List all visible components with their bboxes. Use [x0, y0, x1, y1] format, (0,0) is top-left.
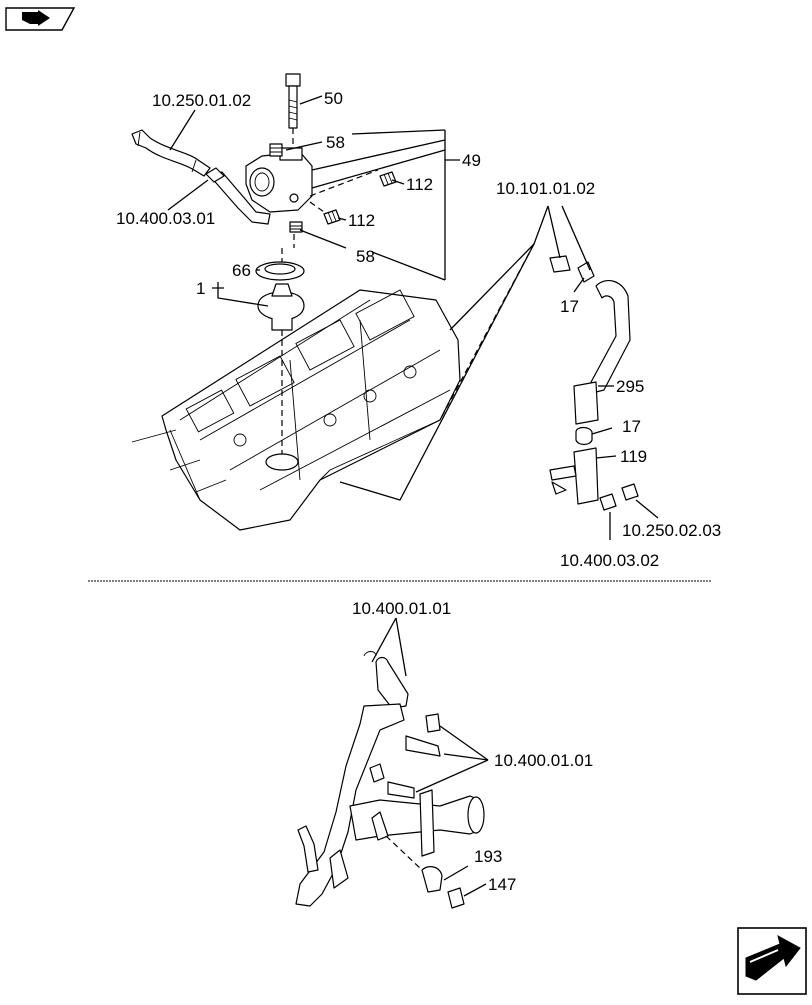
callout-58-bottom[interactable]: 58 — [356, 247, 375, 266]
gasket-66-part — [255, 261, 305, 281]
callout-193[interactable]: 193 — [474, 847, 502, 866]
callout-147[interactable]: 147 — [488, 875, 516, 894]
upper-leader-lines — [167, 95, 659, 540]
callout-10-101-01-02[interactable]: 10.101.01.02 — [496, 179, 595, 198]
callout-10-400-03-01[interactable]: 10.400.03.01 — [116, 209, 215, 228]
callout-1[interactable]: 1 — [196, 279, 205, 298]
callout-66[interactable]: 66 — [232, 261, 251, 280]
hose-295-part — [549, 255, 631, 446]
coolant-pipe-assembly-part — [295, 651, 485, 909]
callout-10-400-03-02[interactable]: 10.400.03.02 — [560, 551, 659, 570]
previous-page-arrow-icon[interactable] — [5, 7, 76, 31]
callout-58-top[interactable]: 58 — [326, 133, 345, 152]
fitting-119-part — [549, 447, 639, 511]
plug-112-b-part — [323, 209, 341, 225]
callout-labels: 10.250.01.02 50 58 49 112 112 10.400.03.… — [116, 89, 721, 894]
thermostat-1-part — [257, 283, 305, 331]
thermostat-housing-part — [205, 147, 313, 225]
bolt-50-part — [285, 73, 301, 129]
cylinder-head-part — [131, 289, 461, 531]
plug-112-a-part — [379, 171, 397, 187]
callout-10-400-01-01-right[interactable]: 10.400.01.01 — [494, 751, 593, 770]
callout-112-b[interactable]: 112 — [348, 211, 375, 230]
callout-112-a[interactable]: 112 — [406, 175, 433, 194]
callout-17-top[interactable]: 17 — [560, 297, 579, 316]
callout-119[interactable]: 119 — [620, 447, 647, 466]
callout-10-400-01-01-top[interactable]: 10.400.01.01 — [352, 599, 451, 618]
lower-leader-lines — [371, 617, 489, 897]
next-page-arrow-icon[interactable] — [737, 927, 807, 995]
callout-49[interactable]: 49 — [462, 151, 481, 170]
callout-295[interactable]: 295 — [616, 377, 644, 396]
callout-50[interactable]: 50 — [324, 89, 343, 108]
plug-58-top-part — [269, 143, 283, 157]
coolant-hose-part — [131, 129, 211, 177]
callout-10-250-01-02[interactable]: 10.250.01.02 — [152, 91, 251, 110]
callout-17-bottom[interactable]: 17 — [622, 417, 641, 436]
plug-58-bottom-part — [289, 221, 303, 233]
callout-10-250-02-03[interactable]: 10.250.02.03 — [622, 521, 721, 540]
